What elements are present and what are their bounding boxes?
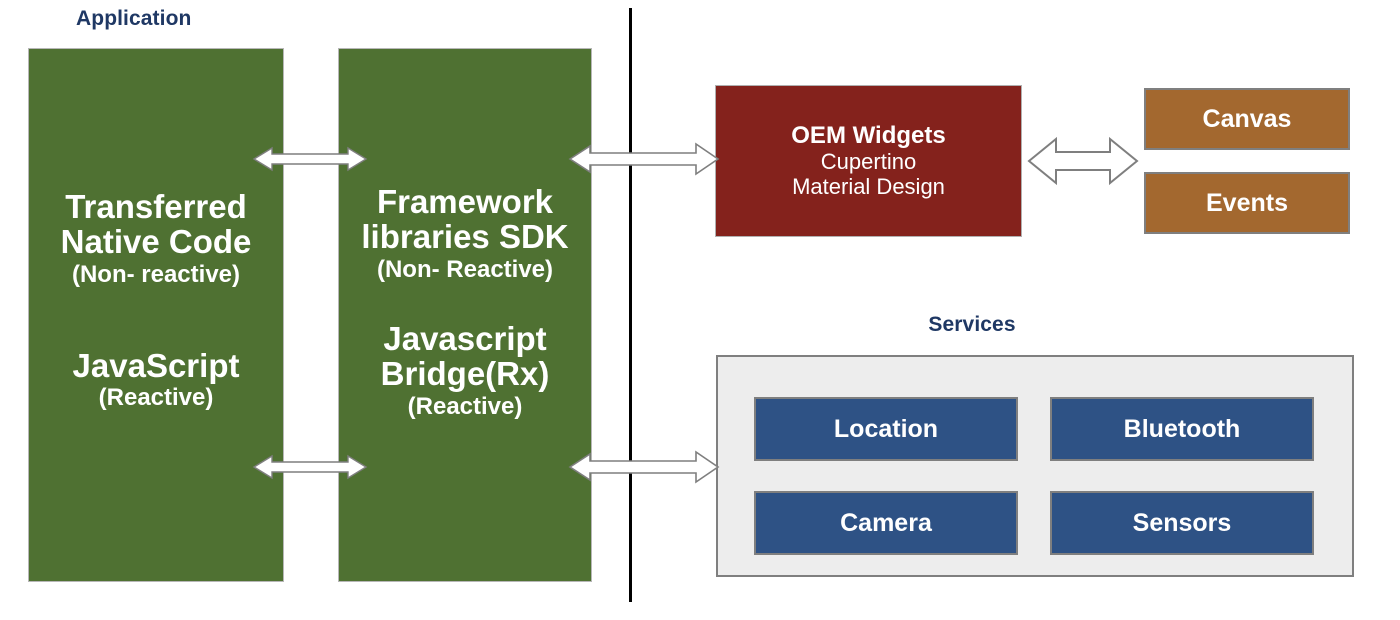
services-section-label: Services (928, 313, 1016, 336)
javascript-bridge-title-line2: Bridge(Rx) (380, 355, 550, 393)
javascript-bridge-title-line1: Javascript (383, 319, 547, 357)
transferred-native-code-box[interactable]: Transferred Native Code (Non- reactive) … (28, 48, 284, 582)
arrow-oem-widgets-to-canvas-events (1027, 136, 1139, 186)
javascript-subtitle: (Reactive) (98, 384, 214, 412)
service-box-camera[interactable]: Camera (754, 491, 1018, 555)
native-code-title-line2: Native Code (60, 223, 252, 261)
native-code-title-line1: Transferred (65, 188, 247, 225)
oem-widgets-material-design-label: Material Design (792, 173, 945, 199)
native-code-subtitle: (Non- reactive) (71, 260, 241, 288)
events-label: Events (1206, 188, 1288, 217)
javascript-text-group: JavaScript (Reactive) (29, 348, 283, 412)
framework-libraries-sdk-box[interactable]: Framework libraries SDK (Non- Reactive) … (338, 48, 592, 582)
service-box-location[interactable]: Location (754, 397, 1018, 461)
javascript-bridge-text-group: Javascript Bridge(Rx) (Reactive) (339, 321, 591, 420)
framework-sdk-title-line1: Framework (376, 183, 554, 220)
framework-sdk-text-group: Framework libraries SDK (Non- Reactive) (339, 184, 591, 283)
javascript-bridge-subtitle: (Reactive) (407, 392, 523, 420)
oem-widgets-box[interactable]: OEM Widgets Cupertino Material Design (715, 85, 1022, 237)
services-panel: Location Bluetooth Camera Sensors (716, 355, 1354, 577)
application-platform-divider-line (629, 8, 632, 602)
canvas-label: Canvas (1202, 104, 1292, 133)
canvas-box[interactable]: Canvas (1144, 88, 1350, 150)
oem-widgets-cupertino-label: Cupertino (820, 148, 917, 174)
javascript-title: JavaScript (72, 346, 240, 384)
framework-sdk-title-line2: libraries SDK (361, 218, 569, 256)
framework-sdk-subtitle: (Non- Reactive) (376, 255, 554, 283)
events-box[interactable]: Events (1144, 172, 1350, 234)
service-box-sensors[interactable]: Sensors (1050, 491, 1314, 555)
application-section-label: Application (76, 7, 192, 30)
oem-widgets-title: OEM Widgets (791, 121, 946, 149)
native-code-text-group: Transferred Native Code (Non- reactive) (29, 189, 283, 288)
service-box-bluetooth[interactable]: Bluetooth (1050, 397, 1314, 461)
